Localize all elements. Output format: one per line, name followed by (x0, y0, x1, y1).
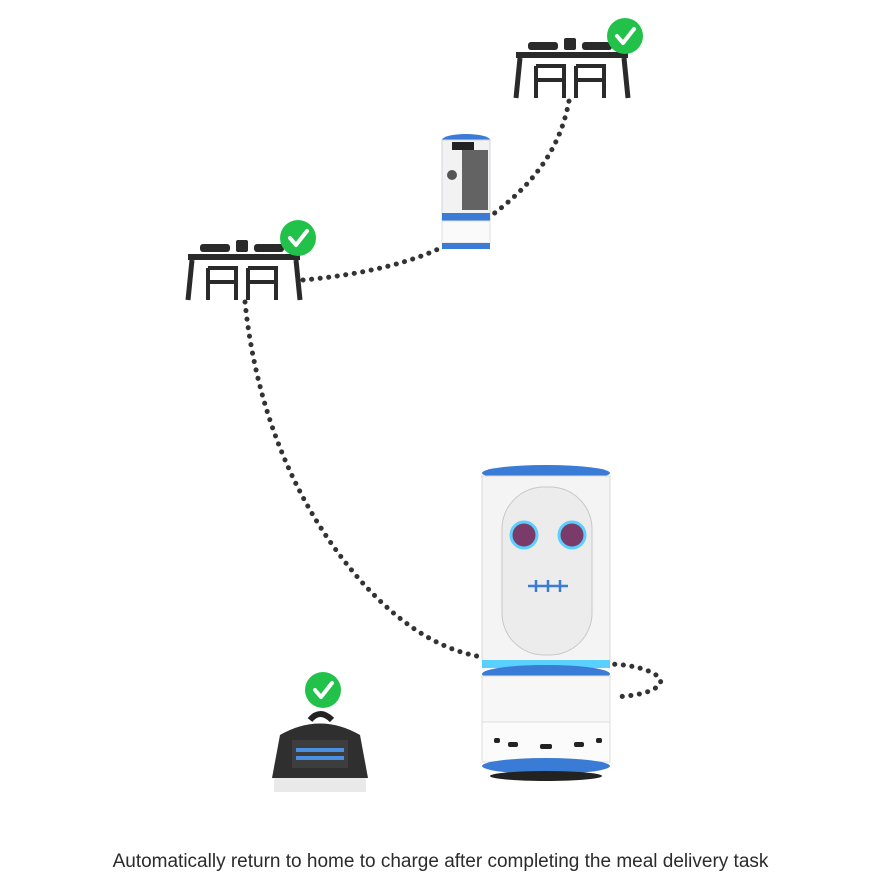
check-circle-icon (303, 670, 343, 710)
delivery-robot (481, 465, 611, 781)
route-table1-to-robot (242, 299, 485, 660)
route-paths (242, 92, 664, 700)
small-delivery-robot (441, 134, 491, 249)
charging-dock (272, 711, 368, 792)
check-circle-icon (605, 16, 645, 56)
route-table1-to-table2 (300, 92, 573, 283)
caption: Automatically return to home to charge a… (112, 851, 769, 872)
check-circle-icon (278, 218, 318, 258)
dining-table-icon (188, 240, 300, 300)
route-loop (603, 661, 664, 700)
